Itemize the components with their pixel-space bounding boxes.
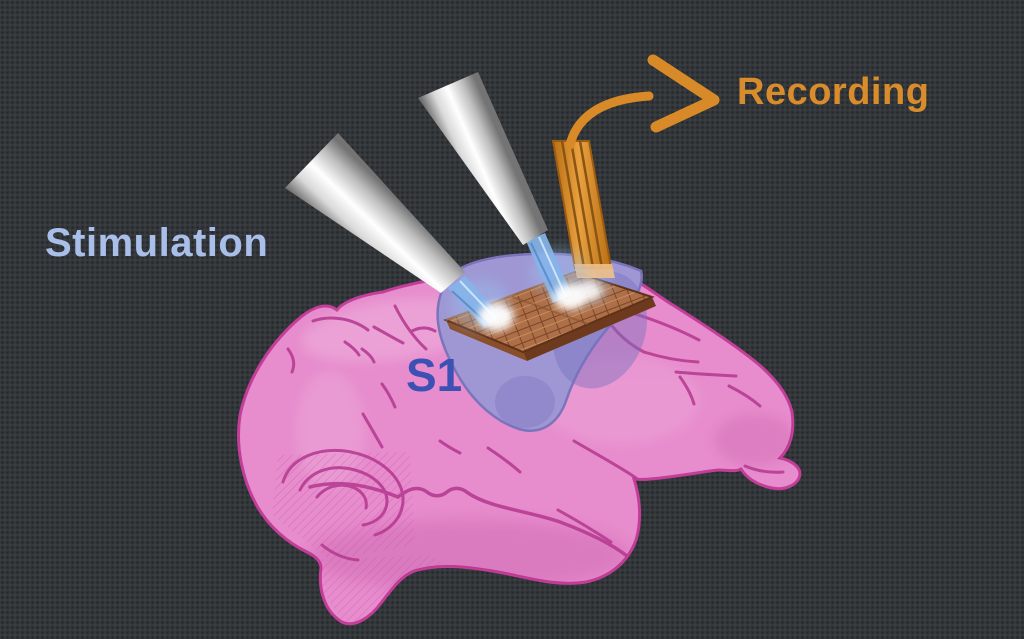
- electrode-tip-glow: [478, 303, 514, 331]
- sulcus-line: [678, 375, 696, 406]
- patch-crease: [509, 295, 589, 325]
- sulcus-line: [286, 347, 296, 374]
- lateral-sulcus-line: [308, 481, 400, 499]
- stimulation-electrode-right: [418, 72, 548, 245]
- sulcus-line: [361, 412, 384, 449]
- ribbon-stripe: [560, 140, 586, 269]
- ribbon-stripe: [569, 140, 595, 269]
- brain-sulci: [281, 304, 785, 562]
- sulcus-line: [343, 340, 361, 357]
- recording-arrow-icon: [565, 54, 720, 150]
- sulcus-line: [311, 316, 370, 332]
- stimulation-electrodes: [285, 72, 587, 331]
- sulcus-line: [674, 370, 738, 378]
- sulcus-line: [642, 350, 700, 364]
- orbital-fold-line: [281, 449, 405, 537]
- sulcus-line: [727, 384, 762, 408]
- stimulation-electrode-left: [285, 133, 465, 293]
- sulcus-line: [572, 439, 638, 480]
- sulcus-line: [556, 508, 613, 544]
- arrow-shaft: [565, 91, 654, 150]
- orbital-fold-line: [298, 466, 389, 527]
- s1-region-label: S1: [406, 349, 463, 401]
- sulcus-line: [410, 326, 437, 333]
- sulcus-line: [380, 382, 397, 409]
- patch-left-edge: [446, 320, 527, 361]
- electrode-tip-streak: [530, 242, 559, 301]
- arrow-head: [647, 54, 720, 133]
- brain-shadow: [715, 415, 795, 465]
- sulcus-line: [372, 325, 405, 345]
- lateral-sulcus-line: [396, 486, 629, 558]
- ribbon-stripe: [578, 140, 604, 269]
- orbital-fold-line: [315, 483, 368, 510]
- sulcus-line: [360, 347, 376, 364]
- stimulation-label: Stimulation: [45, 221, 269, 265]
- electrode-tip-glow: [553, 284, 587, 310]
- recording-label: Recording: [737, 71, 930, 113]
- s1-region-shade: [495, 376, 555, 428]
- sulcus-line: [438, 439, 462, 455]
- sulcus-line: [486, 446, 522, 474]
- patch-front-edge: [523, 297, 656, 361]
- sulcus-line: [393, 304, 428, 351]
- sulcus-line: [610, 324, 646, 354]
- sulcus-line: [743, 464, 785, 474]
- orbital-fold-line: [320, 543, 360, 562]
- brain-highlight: [540, 355, 700, 445]
